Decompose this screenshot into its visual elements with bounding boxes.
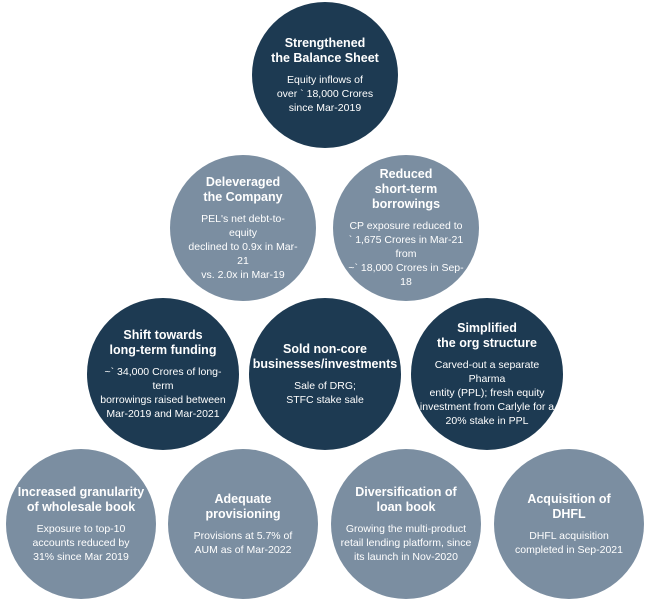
node-sold-non-core-businesses: Sold non-core businesses/investments Sal… [249, 298, 401, 450]
node-body: DHFL acquisition completed in Sep-2021 [515, 529, 623, 556]
node-body: CP exposure reduced to ` 1,675 Crores in… [348, 220, 464, 288]
node-body: PEL's net debt-to-equity declined to 0.9… [188, 212, 298, 281]
node-title: Acquisition of DHFL [527, 491, 611, 521]
node-title: Simplified the org structure [436, 320, 537, 350]
node-title: Increased granularity of wholesale book [17, 484, 145, 514]
node-shift-long-term-funding: Shift towards long-term funding ~` 34,00… [87, 298, 239, 450]
node-body: Sale of DRG; STFC stake sale [286, 379, 364, 406]
node-title: Deleveraged the Company [203, 174, 283, 204]
node-title: Reduced short-term borrowings [371, 167, 441, 211]
node-title: Strengthened the Balance Sheet [271, 35, 379, 65]
node-diversification-loan-book: Diversification of loan book Growing the… [331, 449, 481, 599]
node-strengthened-balance-sheet: Strengthened the Balance Sheet Equity in… [252, 2, 398, 148]
node-acquisition-dhfl: Acquisition of DHFL DHFL acquisition com… [494, 449, 644, 599]
node-title: Shift towards long-term funding [109, 327, 217, 357]
node-increased-granularity: Increased granularity of wholesale book … [6, 449, 156, 599]
node-reduced-short-term-borrowings: Reduced short-term borrowings CP exposur… [333, 155, 479, 301]
node-body: Provisions at 5.7% of AUM as of Mar-2022 [193, 529, 293, 556]
node-body: ~` 34,000 Crores of long-term borrowings… [100, 365, 226, 420]
node-adequate-provisioning: Adequate provisioning Provisions at 5.7%… [168, 449, 318, 599]
node-body: Carved-out a separate Pharma entity (PPL… [419, 358, 555, 427]
node-body: Equity inflows of over ` 18,000 Crores s… [276, 73, 374, 114]
node-body: Exposure to top-10 accounts reduced by 3… [32, 522, 130, 563]
node-deleveraged-company: Deleveraged the Company PEL's net debt-t… [170, 155, 316, 301]
node-title: Adequate provisioning [205, 491, 281, 521]
node-body: Growing the multi-product retail lending… [340, 522, 472, 563]
node-title: Sold non-core businesses/investments [252, 341, 398, 371]
node-title: Diversification of loan book [355, 484, 457, 514]
node-simplified-org-structure: Simplified the org structure Carved-out … [411, 298, 563, 450]
